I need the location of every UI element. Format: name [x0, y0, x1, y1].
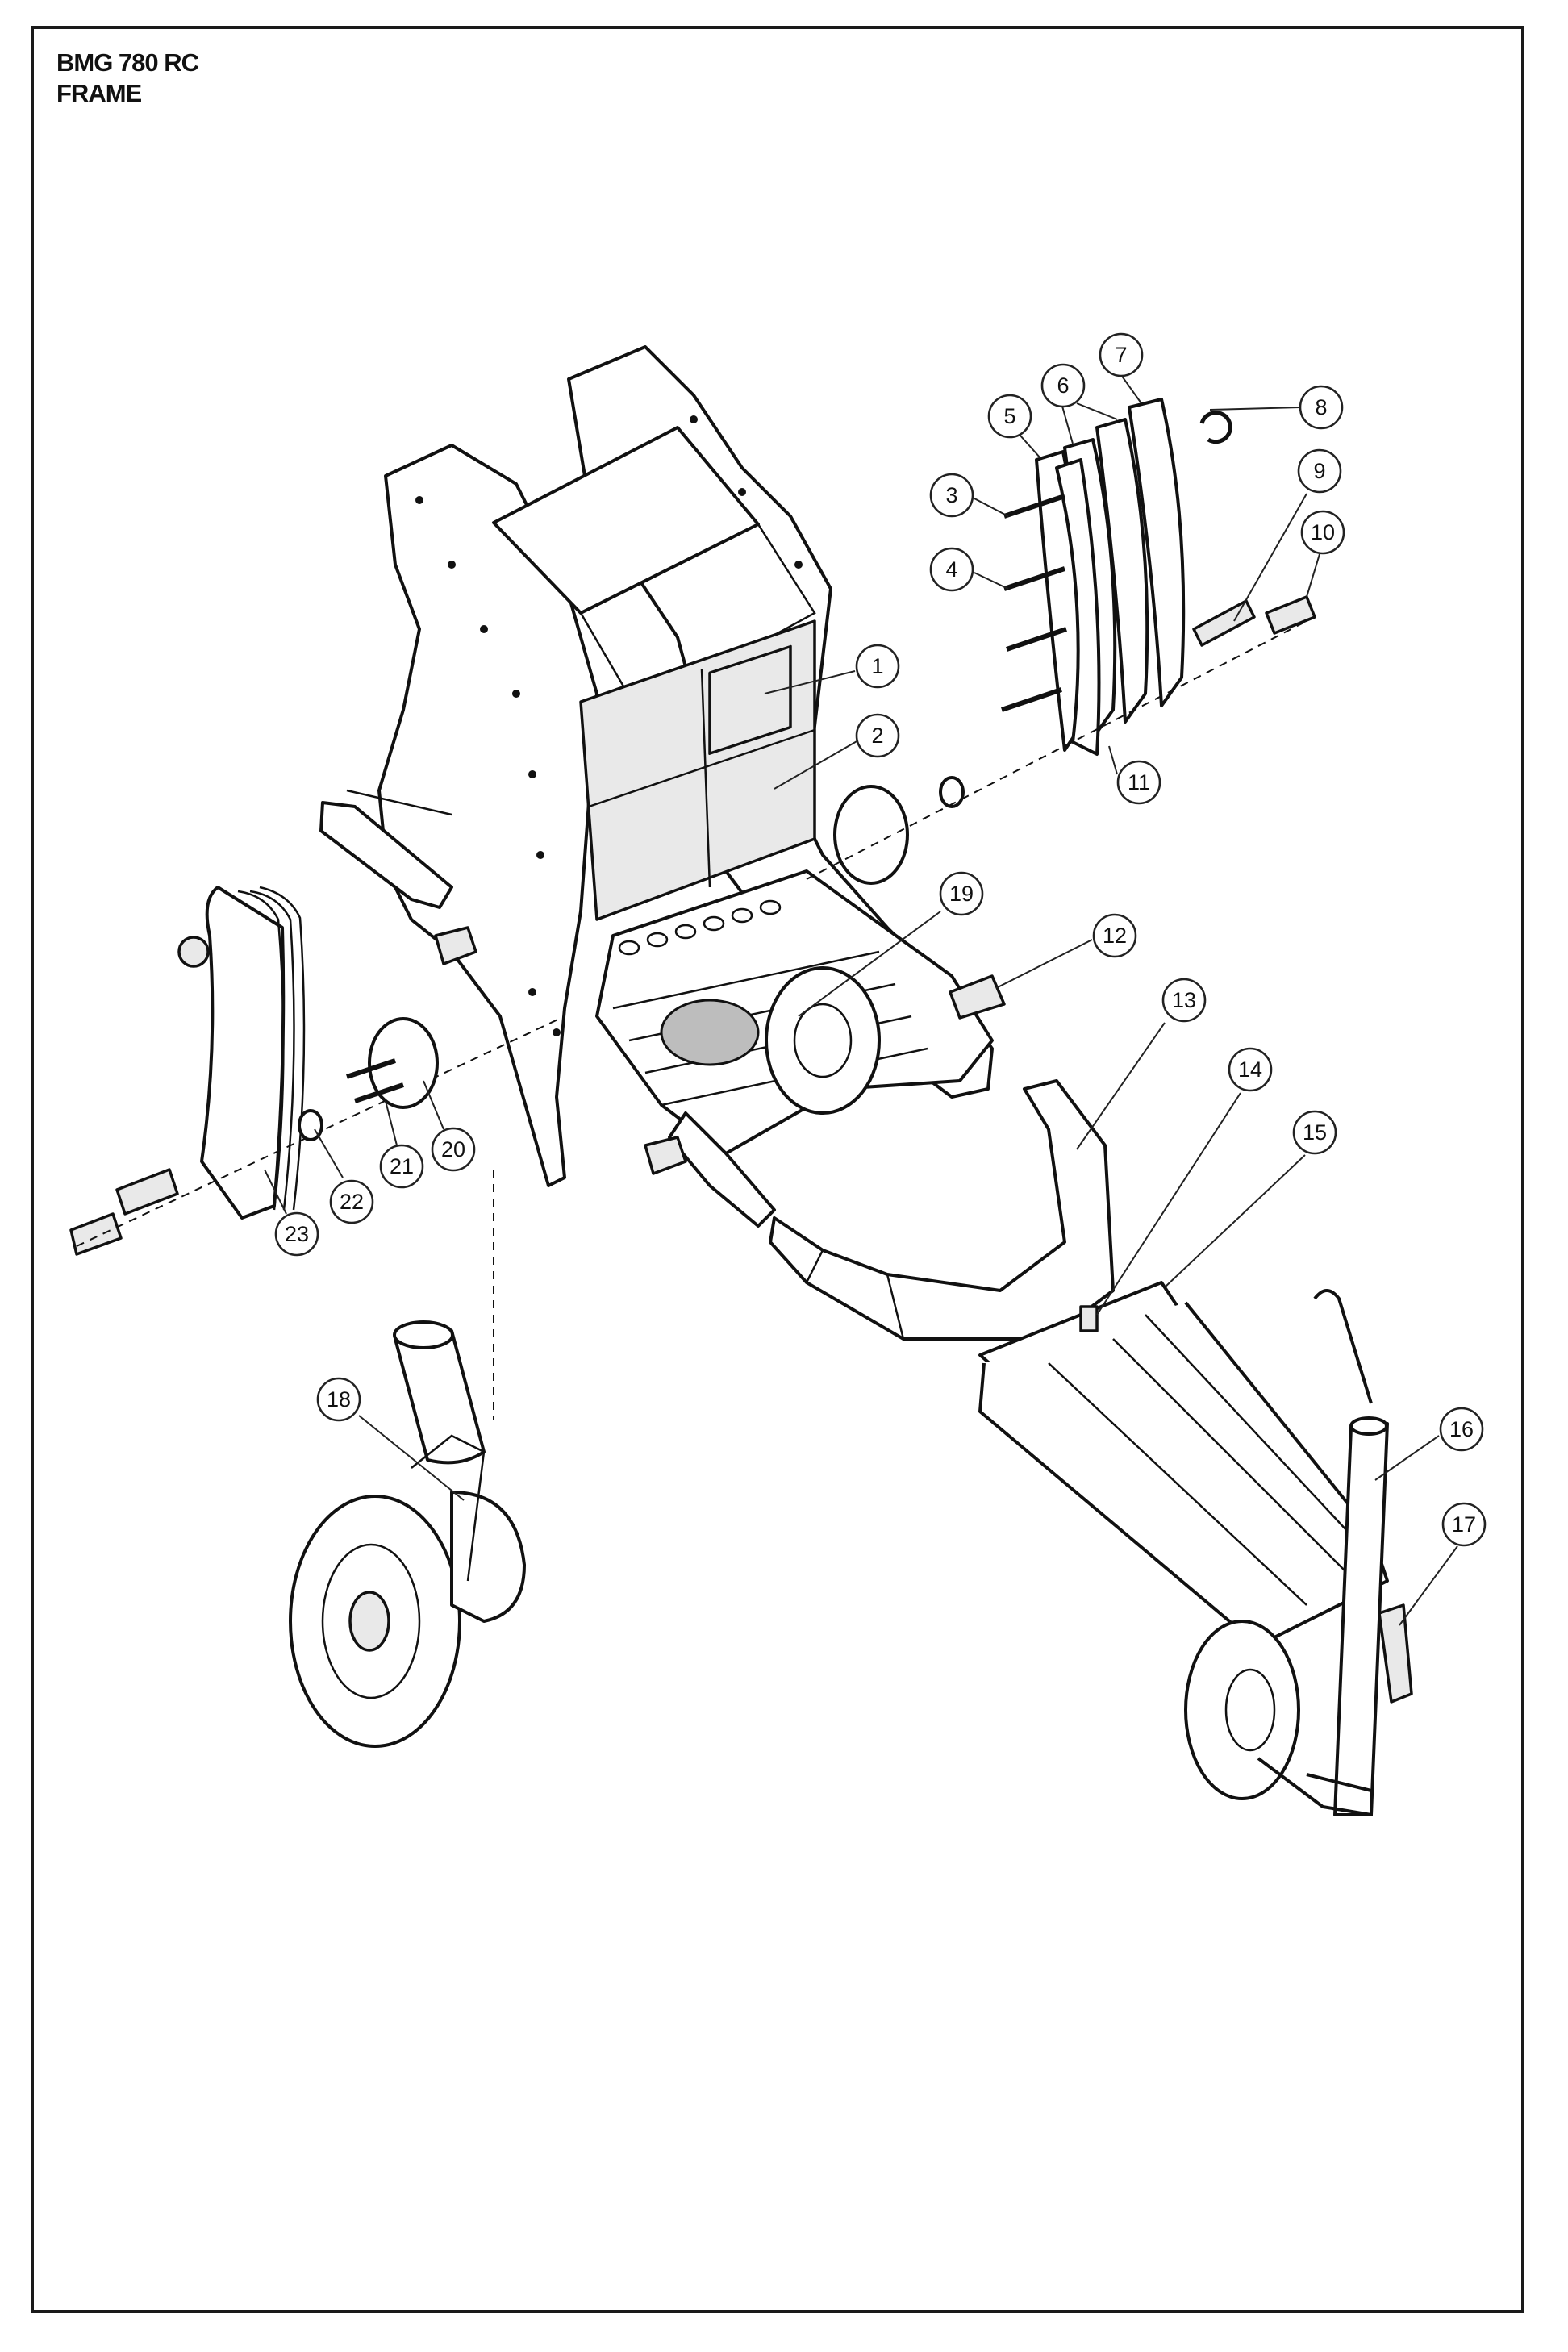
svg-text:6: 6	[1057, 373, 1069, 398]
svg-text:20: 20	[441, 1137, 465, 1161]
svg-text:11: 11	[1128, 770, 1150, 794]
section-title: FRAME	[56, 79, 142, 107]
callout-20: 20	[431, 1127, 476, 1172]
callout-8: 8	[1299, 385, 1344, 430]
weight-plate-6b	[1095, 418, 1149, 724]
circlip	[1199, 411, 1232, 444]
callout-1: 1	[855, 644, 900, 689]
left-pin-front	[115, 1168, 179, 1216]
callout-17: 17	[1441, 1502, 1487, 1547]
callout-19: 19	[939, 871, 984, 916]
svg-text:22: 22	[340, 1190, 364, 1214]
spring-14	[1079, 1305, 1099, 1332]
svg-text:3: 3	[945, 483, 957, 507]
svg-text:9: 9	[1313, 459, 1325, 483]
frame-holes	[618, 899, 782, 956]
weight-plate-11	[1055, 458, 1101, 756]
front-rail	[668, 1111, 776, 1228]
left-hub-flange	[368, 1017, 439, 1109]
svg-text:5: 5	[1003, 404, 1015, 428]
caster-fork	[1257, 1757, 1373, 1816]
right-hub-flange	[833, 785, 909, 885]
svg-text:16: 16	[1449, 1417, 1474, 1441]
right-weight-stack	[1035, 398, 1186, 756]
callout-23: 23	[274, 1211, 319, 1257]
callout-6: 6	[1040, 363, 1086, 408]
svg-text:14: 14	[1238, 1057, 1262, 1082]
handle-bar	[319, 801, 453, 909]
callout-14: 14	[1228, 1047, 1273, 1092]
left-side-plate	[377, 444, 598, 1187]
right-hub-washer	[939, 776, 965, 808]
svg-text:7: 7	[1115, 343, 1127, 367]
drive-motor	[394, 1326, 486, 1465]
svg-text:10: 10	[1311, 520, 1335, 544]
sheet-border	[31, 26, 1524, 2313]
pin-9	[1192, 599, 1256, 647]
svg-text:17: 17	[1452, 1512, 1476, 1537]
spacer-12	[949, 974, 1006, 1020]
callout-4: 4	[929, 547, 974, 592]
svg-text:1: 1	[871, 654, 883, 678]
svg-text:2: 2	[871, 724, 883, 748]
svg-text:19: 19	[949, 882, 974, 906]
svg-text:18: 18	[327, 1387, 351, 1412]
svg-text:21: 21	[390, 1154, 414, 1178]
drive-gearbox	[450, 1491, 526, 1623]
callout-18: 18	[316, 1377, 361, 1422]
svg-text:4: 4	[945, 557, 957, 582]
callout-9: 9	[1297, 448, 1342, 494]
rear-carriage	[978, 1281, 1413, 1816]
callout-13: 13	[1161, 978, 1207, 1023]
drive-wheel-assembly	[289, 1320, 526, 1748]
svg-text:13: 13	[1172, 988, 1196, 1012]
left-pin-rear	[69, 1212, 123, 1256]
callout-10: 10	[1300, 510, 1345, 555]
model-title: BMG 780 RC	[56, 48, 199, 77]
bushing-10	[1265, 595, 1316, 635]
callout-12: 12	[1092, 913, 1137, 958]
right-bolts	[1001, 494, 1067, 712]
svg-text:15: 15	[1303, 1120, 1327, 1145]
svg-text:23: 23	[285, 1222, 309, 1246]
svg-text:8: 8	[1315, 395, 1327, 419]
caster-wheel	[1184, 1620, 1300, 1800]
svg-text:12: 12	[1103, 924, 1127, 948]
left-weight-plate	[200, 886, 286, 1220]
leader-lines	[264, 374, 1458, 1626]
left-hub-bolts	[346, 1058, 404, 1103]
left-weight-stack	[177, 886, 306, 1220]
main-frame	[319, 345, 994, 1228]
crank-handle	[1313, 1289, 1373, 1404]
lever-17	[1378, 1603, 1413, 1704]
spacer-tube-lower	[644, 1136, 687, 1175]
callout-15: 15	[1292, 1110, 1337, 1155]
inner-gearbox	[660, 999, 760, 1066]
callout-21: 21	[379, 1144, 424, 1189]
callout-11: 11	[1116, 760, 1161, 805]
carriage-tray	[978, 1301, 1389, 1647]
inner-wheel	[765, 966, 881, 1115]
callout-3: 3	[929, 473, 974, 518]
callout-7: 7	[1099, 332, 1144, 377]
callout-16: 16	[1439, 1407, 1484, 1452]
spacer-tube-left	[434, 926, 477, 965]
front-bumper	[769, 1079, 1115, 1341]
callout-22: 22	[329, 1179, 374, 1224]
callout-5: 5	[987, 394, 1032, 439]
callout-2: 2	[855, 713, 900, 758]
frame-rivets	[415, 415, 803, 1036]
